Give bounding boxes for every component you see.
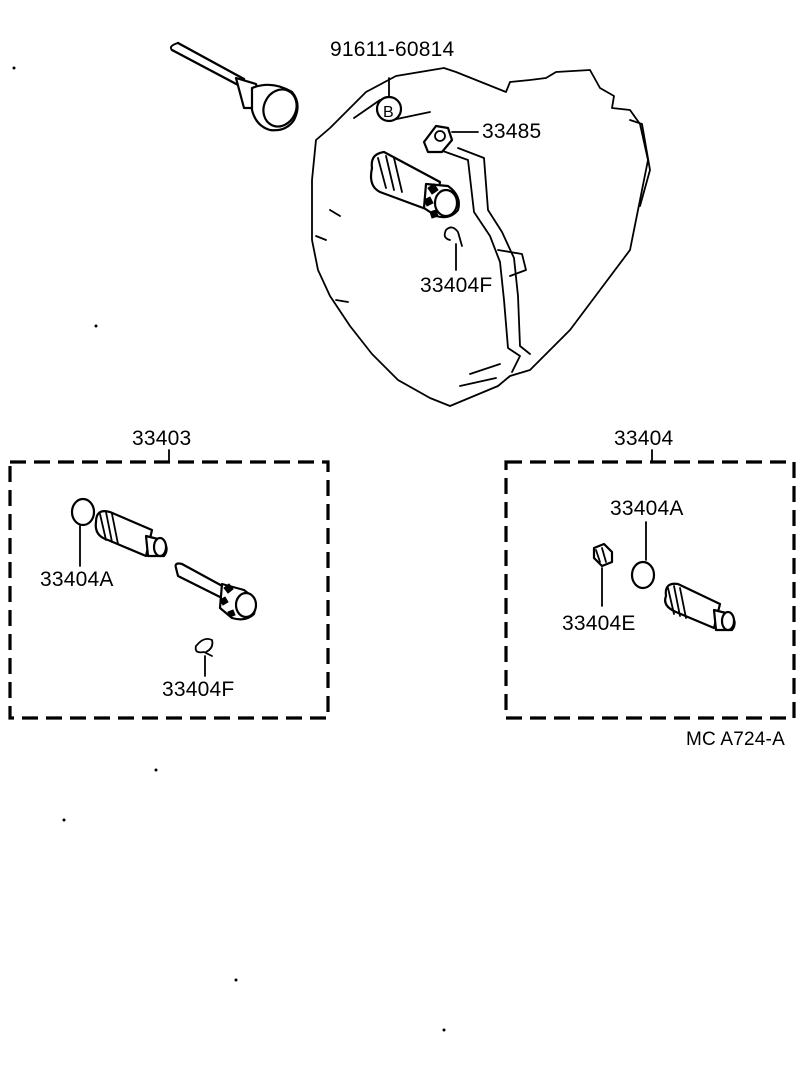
sleeve-left-icon <box>94 510 168 558</box>
label-kit-left-oring: 33404A <box>40 568 114 591</box>
bushing-right-icon <box>592 542 614 568</box>
scan-specks <box>12 66 446 1032</box>
label-kit-left: 33403 <box>132 427 191 450</box>
kit-left-frame <box>8 460 330 720</box>
transmission-case-icon <box>311 67 651 407</box>
figure-code: MC A724-A <box>686 729 785 750</box>
bolt-b-icon: B <box>375 95 403 123</box>
lock-plate-icon <box>422 124 454 154</box>
clip-top-icon <box>443 226 463 247</box>
label-clip-top: 33404F <box>420 274 492 297</box>
driven-gear-assembly-icon <box>369 150 460 219</box>
sleeve-right-icon <box>664 582 736 632</box>
label-kit-left-clip: 33404F <box>162 678 234 701</box>
o-ring-right-icon <box>630 560 656 590</box>
kit-right-frame <box>504 460 796 720</box>
label-kit-right-bushing: 33404E <box>562 612 636 635</box>
clip-left-icon <box>194 637 214 657</box>
bolt-symbol: B <box>383 104 394 121</box>
label-plate: 33485 <box>482 120 541 143</box>
speedometer-cable-icon <box>169 41 299 132</box>
o-ring-left-icon <box>70 497 96 527</box>
driven-gear-left-icon <box>174 562 258 621</box>
label-kit-right-oring: 33404A <box>610 497 684 520</box>
label-kit-right: 33404 <box>614 427 674 450</box>
label-bolt: 91611-60814 <box>330 38 455 61</box>
